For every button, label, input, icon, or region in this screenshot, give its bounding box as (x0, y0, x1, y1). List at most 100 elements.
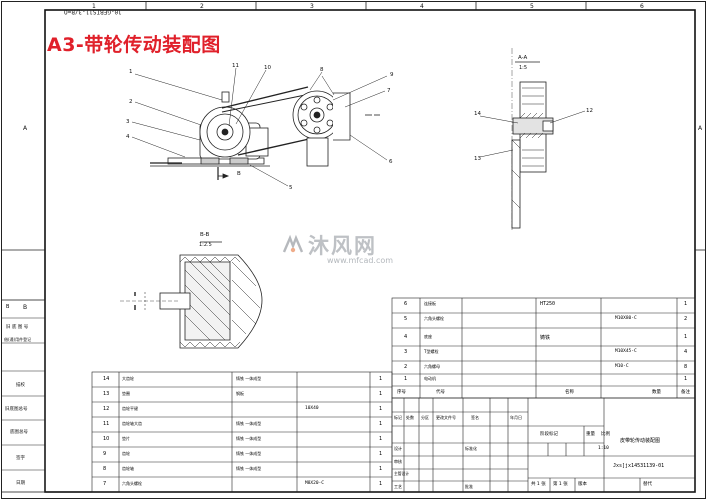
zone-number: 5 (530, 3, 534, 10)
bom-row-number: 14 (103, 376, 110, 382)
tb-col-label: 更改文件号 (436, 415, 456, 420)
bom-row-name: 铸铁 一体成型 (236, 451, 262, 456)
tb-mid-label: 批准 (465, 484, 473, 489)
zone-number: 6 (640, 3, 644, 10)
zone-number: 3 (310, 3, 314, 10)
bom-row-number: 12 (103, 406, 110, 412)
tb-row-label: 设计 (394, 446, 402, 451)
bom-row-code: 垫圈 (122, 391, 130, 396)
bom-row-qty: 1 (684, 376, 688, 382)
bom-row-code: 六角螺母 (424, 364, 440, 369)
bom-row-number: 9 (103, 451, 107, 457)
bom-row-material: HT250 (540, 301, 556, 307)
watermark-url: www.mfcad.com (327, 256, 394, 265)
bom-row-number: 7 (103, 481, 107, 487)
bom-row-name: 铸铁 一体成型 (236, 466, 262, 471)
bom-header-qty: 数量 (652, 390, 661, 395)
leader-number: 10 (264, 65, 271, 71)
bom-row-qty: 1 (379, 421, 383, 427)
main-view-leader-labels: 1 2 3 4 11 10 8 9 7 6 5 B (126, 63, 394, 191)
watermark-logo-icon (282, 234, 304, 253)
section-bb-view (120, 241, 263, 349)
strip-label: 日期 (16, 480, 25, 486)
zone-letter: A (698, 125, 703, 132)
tb-footer: 第 1 张 (553, 482, 568, 487)
bom-header-code: 代号 (436, 390, 445, 395)
leader-number: 12 (586, 108, 593, 114)
bom-row-number: 3 (404, 349, 408, 355)
bom-row-code: 六角头螺栓 (122, 481, 142, 486)
section-label: B-B (200, 232, 210, 238)
bom-row-code: 电动机 (424, 376, 436, 381)
bom-row-code: 齿轮平键 (122, 406, 138, 411)
bom-row-number: 8 (103, 466, 107, 472)
bom-row-qty: 1 (379, 451, 383, 457)
bom-row-number: 2 (404, 364, 408, 370)
drawing-stamp-code: 10-GEBIS11-3/R=Q (64, 8, 122, 15)
bom-row-number: 1 (404, 376, 408, 382)
strip-label: 旧底图总号 (5, 405, 28, 412)
strip-label: 旧 底 图 号 (6, 323, 29, 330)
tb-col-label: 分区 (421, 415, 429, 420)
zone-number: 2 (200, 3, 204, 10)
zone-number: 4 (420, 3, 424, 10)
bom-row-qty: 1 (379, 466, 383, 472)
zone-letter: A (23, 125, 28, 132)
leader-number: 11 (232, 63, 239, 69)
bom-row-spec: 10X40 (305, 406, 319, 411)
bom-row-qty: 1 (684, 301, 688, 307)
leader-number: 13 (474, 156, 481, 162)
section-aa-view (479, 48, 586, 230)
bom-row-qty: 1 (379, 376, 383, 382)
bom-row-qty: 1 (379, 436, 383, 442)
leader-number: 1 (129, 69, 133, 75)
bom-row-qty: 1 (684, 334, 688, 340)
bom-row-number: 5 (404, 316, 408, 322)
bom-row-code: 齿轮轴 (122, 466, 134, 471)
tb-footer: 替代 (643, 482, 652, 487)
main-view (131, 67, 388, 187)
left-strip: 旧 底 图 号 借(通)用件登记 描校 旧底图总号 底图总号 签字 日期 (1, 299, 46, 493)
zone-number-group: 1 2 3 4 5 6 A A B (23, 3, 703, 311)
zone-letter: B (23, 304, 27, 311)
bom-row-number: 6 (404, 301, 408, 307)
bom-row-number: 4 (404, 334, 408, 340)
strip-label: 描校 (16, 381, 25, 388)
bom-left-grid (91, 371, 393, 493)
leader-number: 7 (387, 88, 391, 94)
tb-col-label: 签名 (471, 415, 479, 420)
bom-row-code: 连接板 (424, 301, 436, 306)
watermark: 沐风网 (282, 230, 377, 260)
bom-row-name: 铸铁 一体成型 (236, 436, 262, 441)
tb-col-label: 处数 (406, 415, 414, 420)
tb-drawing-number: Jxs]jx14531139-01 (613, 463, 665, 469)
bom-row-code: 六角头螺栓 (424, 316, 444, 321)
bom-row-number: 10 (103, 436, 110, 442)
zone-number: 1 (92, 3, 96, 10)
bom-row-name: 铸铁 一体成型 (236, 376, 262, 381)
tb-stage-label: 阶段标记 (540, 432, 558, 437)
section-label: A-A (518, 55, 528, 61)
bom-row-name: 铸铁 一体成型 (236, 421, 262, 426)
tb-stage-label: 重量 (586, 432, 595, 437)
section-bb-labels: B-B 1:2.5 (199, 232, 212, 248)
leader-number: 2 (129, 99, 133, 105)
zone-ticks (1, 2, 706, 251)
section-mark: B (237, 171, 241, 177)
strip-label: 签字 (16, 454, 25, 461)
bom-right-grid (391, 297, 696, 493)
drawing-title: A3-带轮传动装配图 (47, 34, 221, 56)
strip-label: B (6, 304, 10, 310)
leader-number: 8 (320, 67, 324, 73)
section-scale: 1:2.5 (199, 242, 212, 248)
bom-row-code: 底座 (424, 334, 432, 339)
bom-row-material: 铸铁 (540, 335, 551, 341)
bom-row-qty: 1 (379, 481, 383, 487)
tb-col-label: 标记 (394, 415, 402, 420)
bom-row-code: T型螺栓 (424, 349, 439, 354)
bom-row-name: 钢板 (236, 391, 244, 396)
bom-row-qty: 4 (684, 349, 688, 355)
bom-row-code: 大齿轮 (122, 376, 134, 381)
bom-row-code: 齿轮 (122, 451, 130, 456)
bom-row-qty: 1 (379, 406, 383, 412)
